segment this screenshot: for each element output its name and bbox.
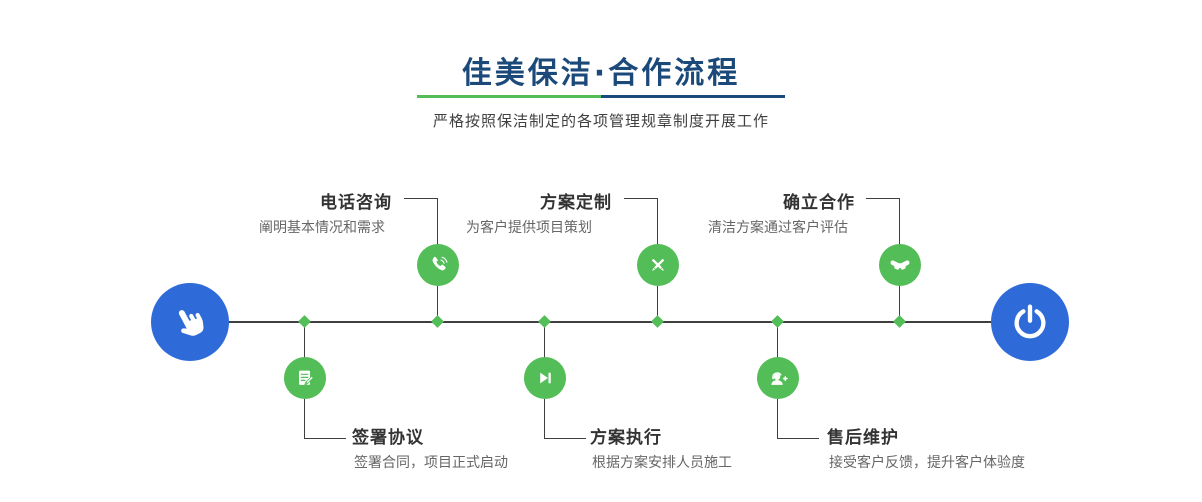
connector-elbow	[899, 198, 900, 245]
step-desc-design: 为客户提供项目策划	[466, 220, 592, 236]
step-title-handshake: 确立合作	[783, 193, 855, 213]
handshake-icon	[888, 253, 912, 277]
connector-elbow	[657, 198, 658, 245]
page-subtitle: 严格按照保洁制定的各项管理规章制度开展工作	[432, 112, 769, 130]
connector-stem	[437, 286, 438, 322]
connector-stem	[544, 322, 545, 358]
step-desc-handshake: 清洁方案通过客户评估	[708, 220, 848, 236]
connector-elbow	[304, 438, 346, 439]
end-node-circle	[991, 283, 1069, 361]
page-title: 佳美保洁·合作流程	[461, 56, 741, 91]
title-underline	[417, 95, 785, 98]
phone-step-circle	[417, 244, 459, 286]
connector-stem	[657, 286, 658, 322]
connector-elbow	[437, 198, 438, 245]
handshake-step-circle	[879, 244, 921, 286]
connector-stem	[777, 322, 778, 358]
step-desc-execute: 根据方案安排人员施工	[592, 455, 732, 471]
connector-stem	[899, 286, 900, 322]
hand-pointer-icon	[162, 294, 219, 351]
connector-elbow	[777, 438, 819, 439]
support-step-circle	[757, 357, 799, 399]
timeline-node-diamond	[893, 315, 906, 328]
underline-blue-segment	[601, 95, 785, 98]
step-title-phone: 电话咨询	[320, 193, 392, 213]
timeline-node-diamond	[431, 315, 444, 328]
step-desc-phone: 阐明基本情况和需求	[259, 220, 385, 236]
connector-stem	[304, 322, 305, 358]
timeline-node-diamond	[651, 315, 664, 328]
contract-step-circle	[284, 357, 326, 399]
connector-elbow	[404, 198, 438, 199]
execute-step-circle	[524, 357, 566, 399]
timeline-line	[190, 321, 1030, 323]
timeline-node-diamond	[771, 315, 784, 328]
power-icon	[1010, 302, 1050, 342]
timeline-node-diamond	[538, 315, 551, 328]
connector-elbow	[544, 399, 545, 438]
contract-icon	[294, 367, 316, 389]
connector-elbow	[777, 399, 778, 438]
step-title-design: 方案定制	[540, 193, 612, 213]
connector-elbow	[544, 438, 586, 439]
step-title-execute: 方案执行	[590, 428, 662, 448]
design-step-circle	[637, 244, 679, 286]
phone-icon	[427, 254, 450, 277]
start-node-circle	[151, 283, 229, 361]
step-desc-support: 接受客户反馈，提升客户体验度	[829, 455, 1025, 471]
step-title-contract: 签署协议	[352, 428, 424, 448]
underline-green-segment	[417, 95, 601, 98]
support-icon	[767, 367, 790, 390]
design-tools-icon	[647, 254, 669, 276]
timeline-node-diamond	[298, 315, 311, 328]
connector-elbow	[624, 198, 658, 199]
step-title-support: 售后维护	[827, 428, 899, 448]
execute-icon	[534, 367, 556, 389]
connector-elbow	[866, 198, 900, 199]
connector-elbow	[304, 399, 305, 438]
step-desc-contract: 签署合同，项目正式启动	[354, 455, 508, 471]
